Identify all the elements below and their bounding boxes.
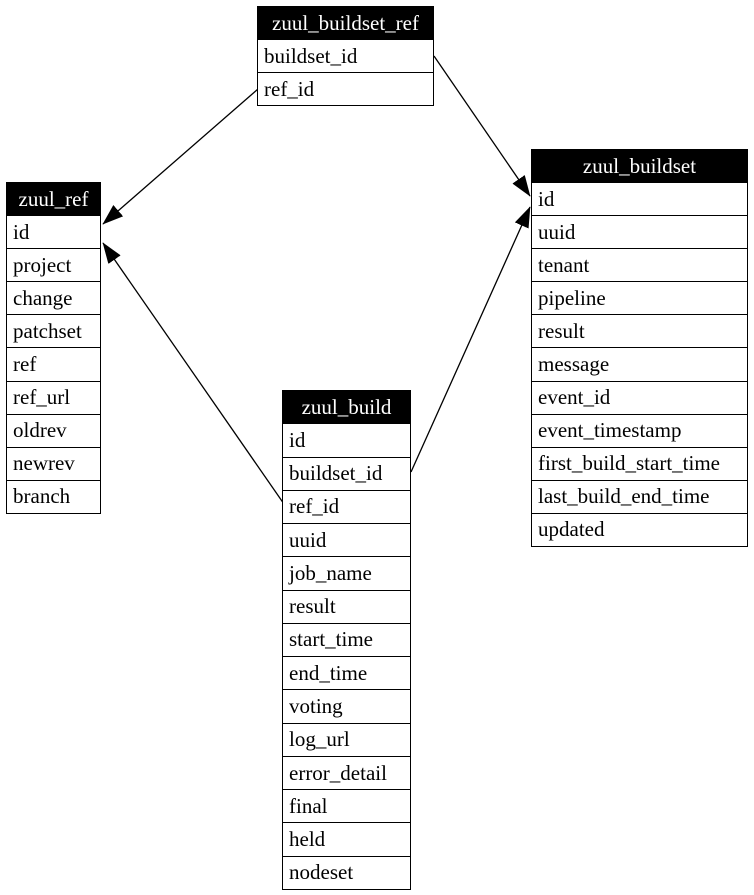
table-row-held: held [283, 822, 410, 856]
table-row-ref: ref [7, 347, 100, 381]
table-row-id: id [283, 423, 410, 457]
table-row-result: result [283, 589, 410, 623]
table-row-log_url: log_url [283, 722, 410, 756]
table-row-result: result [532, 314, 747, 348]
relationship-arrow-buildset_ref-buildset_id-to-zuul_buildset-id [433, 55, 531, 197]
table-header-zuul_ref: zuul_ref [7, 183, 100, 216]
table-row-project: project [7, 248, 100, 282]
table-row-tenant: tenant [532, 248, 747, 282]
relationship-arrow-build-ref_id-to-zuul_ref-id [102, 242, 285, 505]
table-row-id: id [532, 182, 747, 216]
table-row-ref_url: ref_url [7, 380, 100, 414]
table-row-job_name: job_name [283, 556, 410, 590]
table-row-branch: branch [7, 479, 100, 513]
relationship-arrow-buildset_ref-ref_id-to-zuul_ref-id [102, 88, 259, 225]
table-row-voting: voting [283, 689, 410, 723]
table-row-final: final [283, 789, 410, 823]
table-row-end_time: end_time [283, 656, 410, 690]
table-row-nodeset: nodeset [283, 855, 410, 889]
table-row-first_build_start_time: first_build_start_time [532, 446, 747, 480]
table-row-event_id: event_id [532, 380, 747, 414]
table-row-change: change [7, 281, 100, 315]
table-row-ref_id: ref_id [258, 72, 433, 105]
table-header-zuul_buildset: zuul_buildset [532, 150, 747, 183]
table-row-event_timestamp: event_timestamp [532, 413, 747, 447]
table-row-patchset: patchset [7, 314, 100, 348]
table-row-pipeline: pipeline [532, 281, 747, 315]
table-row-buildset_id: buildset_id [283, 456, 410, 490]
table-header-zuul_buildset_ref: zuul_buildset_ref [258, 7, 433, 39]
table-row-error_detail: error_detail [283, 755, 410, 790]
table-row-updated: updated [532, 512, 747, 546]
table-row-newrev: newrev [7, 446, 100, 480]
table-row-buildset_id: buildset_id [258, 39, 433, 72]
table-row-start_time: start_time [283, 622, 410, 657]
table-row-oldrev: oldrev [7, 413, 100, 447]
table-row-uuid: uuid [532, 215, 747, 249]
table-header-zuul_build: zuul_build [283, 391, 410, 424]
table-row-last_build_end_time: last_build_end_time [532, 479, 747, 513]
table-row-id: id [7, 215, 100, 249]
relationship-arrow-build-buildset_id-to-zuul_buildset-id [410, 206, 531, 473]
table-row-uuid: uuid [283, 523, 410, 557]
table-row-message: message [532, 347, 747, 381]
table-row-ref_id: ref_id [283, 489, 410, 524]
